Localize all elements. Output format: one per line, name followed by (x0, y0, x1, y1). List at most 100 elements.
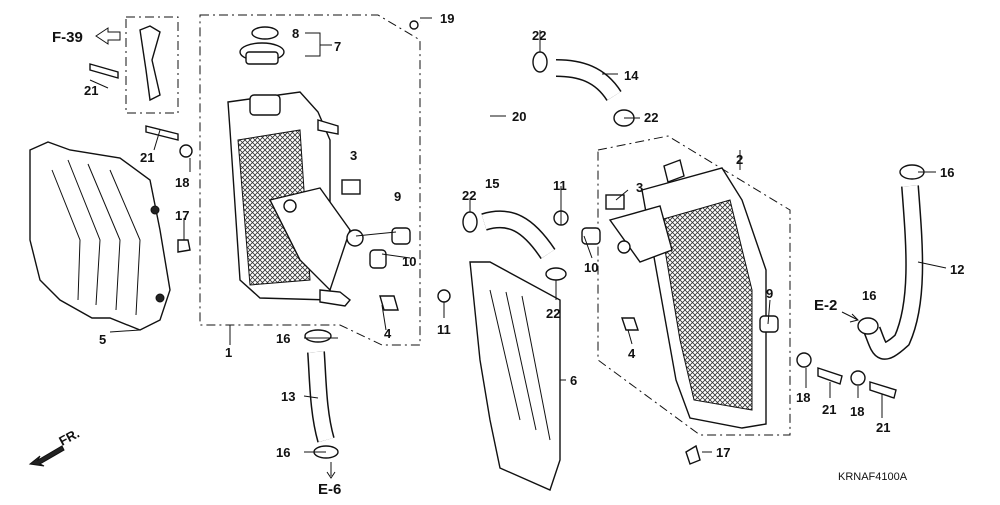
grommet-mount (346, 229, 364, 247)
callout-21-top: 21 (84, 83, 98, 98)
callout-12: 12 (950, 262, 964, 277)
callout-11-right: 11 (553, 178, 567, 193)
right-outlet-pipe (663, 159, 685, 183)
f39-reference: F-39 (52, 27, 121, 46)
front-direction: FR. (28, 426, 82, 467)
grommet (437, 289, 451, 303)
callout-1: 1 (225, 345, 232, 360)
e6-reference: E-6 (318, 481, 341, 498)
rubber-mount (391, 227, 411, 245)
callout-14: 14 (624, 68, 639, 83)
right-shroud-louvers (489, 289, 551, 441)
mounting-bracket (139, 25, 161, 102)
callouts: 1 2 3 3 4 4 5 6 7 8 9 9 10 10 11 11 12 1… (84, 11, 964, 460)
leader-lines (89, 17, 947, 453)
bracket-dashed-box (125, 16, 179, 114)
e6-arrow-icon (326, 462, 336, 479)
flange-bolt (817, 367, 843, 385)
right-radiator-group-box (597, 135, 791, 436)
callout-18-right-b: 18 (850, 404, 864, 419)
callout-19: 19 (440, 11, 454, 26)
f39-arrow-icon (95, 27, 121, 45)
hose-clamp (532, 51, 548, 73)
radiator-cap-body (245, 51, 279, 65)
hose-clamp (545, 267, 567, 281)
e2-arrow-icon (841, 311, 859, 323)
washer (179, 144, 193, 158)
mount-collar (581, 227, 601, 245)
right-radiator-bracket-plate (608, 205, 673, 263)
callout-22-lower: 22 (546, 306, 560, 321)
mount-collar (369, 249, 387, 269)
left-radiator-filler-neck (249, 94, 281, 116)
callout-18-left: 18 (175, 175, 189, 190)
callout-15: 15 (485, 176, 499, 191)
clip-nut (621, 317, 639, 331)
lower-outlet-pipe (319, 289, 351, 307)
callout-11-left: 11 (437, 322, 451, 337)
front-arrow-icon (28, 445, 65, 467)
right-shroud (469, 261, 561, 491)
callout-10-left: 10 (402, 254, 416, 269)
bolt-hole (617, 240, 631, 254)
callout-20: 20 (512, 109, 526, 124)
flange-bolt (145, 125, 179, 141)
callout-6: 6 (570, 373, 577, 388)
callout-10-right: 10 (584, 260, 598, 275)
rubber-mount (759, 315, 779, 333)
hose-clamp (857, 317, 879, 335)
clip (177, 239, 191, 253)
svg-text:F-39: F-39 (52, 29, 83, 46)
callout-2: 2 (736, 152, 743, 167)
callout-4-left: 4 (384, 326, 392, 341)
bolt-hole (283, 199, 297, 213)
rubber-block (341, 179, 361, 195)
callout-21-right-b: 21 (876, 420, 890, 435)
e2-reference: E-2 (814, 297, 837, 314)
shroud-grommet (150, 205, 160, 215)
left-shroud (29, 141, 171, 331)
callout-3-left: 3 (350, 148, 357, 163)
callout-22-mid: 22 (462, 188, 476, 203)
front-label: FR. (56, 426, 82, 449)
upper-outlet-pipe (317, 119, 339, 135)
callout-22-top: 22 (532, 28, 546, 43)
hose-clip-small (409, 20, 419, 30)
callout-16-right: 16 (940, 165, 954, 180)
diagram-code: KRNAF4100A (838, 471, 908, 483)
callout-17-bottom: 17 (716, 445, 730, 460)
flange-bolt (869, 381, 897, 399)
washer (796, 352, 812, 368)
callout-4-right: 4 (628, 346, 636, 361)
cap-seal (251, 26, 279, 40)
callout-16-top: 16 (276, 331, 290, 346)
lower-hose-inner (308, 351, 334, 443)
shroud-grommet (155, 293, 165, 303)
callout-21-right-a: 21 (822, 402, 836, 417)
callout-21-left: 21 (140, 150, 154, 165)
hose-clamp (304, 329, 332, 343)
callout-8: 8 (292, 26, 299, 41)
clip-nut (379, 295, 399, 311)
cross-hose-inner (481, 211, 555, 259)
hose-clamp (462, 211, 478, 233)
callout-9-left: 9 (394, 189, 401, 204)
callout-7: 7 (334, 39, 341, 54)
breather-hose-inner (419, 20, 492, 180)
callout-17-left: 17 (175, 208, 189, 223)
left-shroud-louvers (51, 159, 141, 316)
flange-bolt (89, 63, 119, 79)
callout-13: 13 (281, 389, 295, 404)
right-radiator-core (659, 199, 753, 411)
callout-9-right: 9 (766, 286, 773, 301)
rubber-block (605, 194, 625, 210)
callout-16-e2: 16 (862, 288, 876, 303)
upper-hose-inner (555, 60, 621, 101)
callout-22-right: 22 (644, 110, 658, 125)
callout-3-right: 3 (636, 180, 643, 195)
washer (850, 370, 866, 386)
callout-18-right-a: 18 (796, 390, 810, 405)
clip (685, 444, 701, 465)
